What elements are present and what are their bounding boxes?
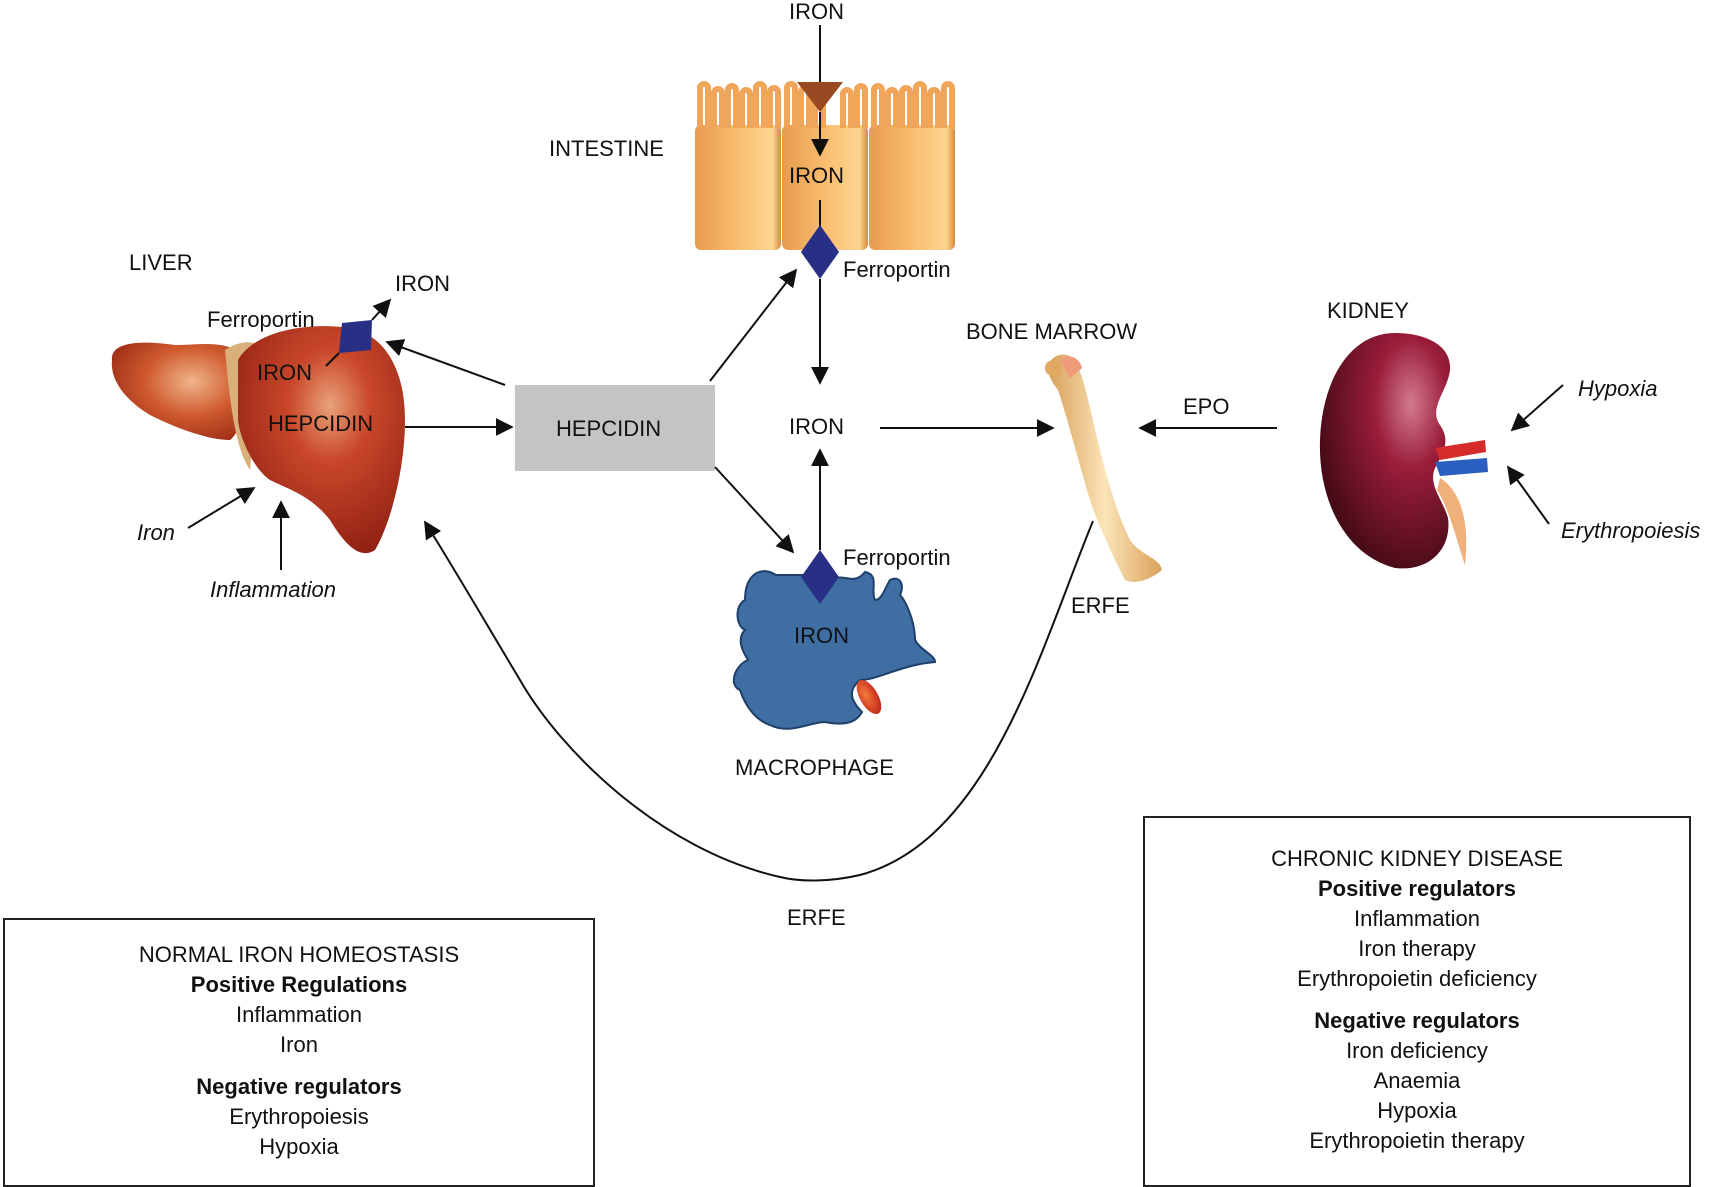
iron-plasma-label: IRON (789, 414, 844, 439)
arrow-hepcidin-to-intestine-ferroportin (709, 268, 798, 382)
hypoxia-input-label: Hypoxia (1578, 376, 1657, 401)
intestine-cells (695, 81, 955, 250)
intestine-cell-3 (869, 81, 955, 250)
ferroportin-liver-label: Ferroportin (207, 307, 315, 332)
ckd-positive-item: Iron therapy (1358, 936, 1476, 961)
ferroportin-macrophage-icon (801, 550, 839, 604)
kidney-label: KIDNEY (1327, 298, 1409, 323)
iron-to-ferroportin-liver-line (325, 352, 340, 367)
arrow-liver-iron-out (371, 298, 392, 321)
erfe-side-label: ERFE (1071, 593, 1130, 618)
bone-illustration (1045, 354, 1162, 582)
liver-label: LIVER (129, 250, 193, 275)
ckd-positive-heading: Positive regulators (1317, 876, 1517, 901)
ckd-negative-heading: Negative regulators (1314, 1008, 1520, 1033)
kidney-illustration (1319, 333, 1488, 569)
ferroportin-intestine-icon (801, 225, 839, 279)
red-blood-cell-icon (856, 679, 882, 715)
normal-positive-item: Iron (280, 1032, 318, 1057)
erythropoiesis-input-label: Erythropoiesis (1561, 518, 1700, 543)
iron-input-label: Iron (137, 520, 175, 545)
iron-liver-label: IRON (257, 360, 312, 385)
ckd-negative-item: Anaemia (1373, 1068, 1461, 1093)
iron-intestine-label: IRON (789, 163, 844, 188)
erfe-feedback-curve (424, 520, 1094, 882)
ureter-icon (1437, 478, 1467, 565)
ferroportin-macrophage-label: Ferroportin (843, 545, 951, 570)
intestine-label: INTESTINE (549, 136, 664, 161)
intestine-cell-1 (695, 81, 781, 250)
renal-artery-icon (1435, 440, 1486, 460)
arrow-iron-to-liver (187, 487, 256, 529)
normal-negative-item: Erythropoiesis (229, 1104, 369, 1129)
arrow-hypoxia-to-kidney (1510, 384, 1564, 432)
arrow-hepcidin-to-liver-ferroportin (385, 339, 506, 386)
ckd-positive-item: Inflammation (1354, 906, 1480, 931)
inflammation-input-label: Inflammation (210, 577, 336, 602)
ckd-positive-item: Erythropoietin deficiency (1297, 966, 1537, 991)
ckd-negative-item: Erythropoietin therapy (1309, 1128, 1525, 1153)
ckd-box-title: CHRONIC KIDNEY DISEASE (1271, 846, 1563, 871)
epo-label: EPO (1183, 394, 1229, 419)
ckd-negative-item: Hypoxia (1377, 1098, 1457, 1123)
ferroportin-liver-icon (339, 320, 372, 353)
iron-liver-out-label: IRON (395, 271, 450, 296)
normal-positive-item: Inflammation (236, 1002, 362, 1027)
dmt1-transporter-icon (797, 82, 843, 112)
ckd-negative-item: Iron deficiency (1346, 1038, 1488, 1063)
erfe-bottom-label: ERFE (787, 905, 846, 930)
arrow-erythropoiesis-to-kidney (1506, 465, 1550, 525)
normal-homeostasis-box: NORMAL IRON HOMEOSTASIS Positive Regulat… (3, 918, 595, 1187)
liver-illustration (111, 326, 405, 554)
renal-vein-icon (1435, 458, 1488, 476)
normal-negative-item: Hypoxia (259, 1134, 339, 1159)
normal-box-title: NORMAL IRON HOMEOSTASIS (138, 942, 460, 967)
normal-negative-heading: Negative regulators (196, 1074, 402, 1099)
iron-macrophage-label: IRON (794, 623, 849, 648)
normal-positive-heading: Positive Regulations (190, 972, 408, 997)
arrow-hepcidin-to-macrophage-ferroportin (714, 466, 795, 554)
hepcidin-box-label: HEPCIDIN (556, 416, 661, 441)
ckd-box: CHRONIC KIDNEY DISEASE Positive regulato… (1143, 816, 1691, 1187)
macrophage-label: MACROPHAGE (735, 755, 894, 780)
hepcidin-box (515, 385, 715, 471)
macrophage-illustration (732, 570, 937, 730)
hepcidin-liver-label: HEPCIDIN (268, 411, 373, 436)
ferroportin-intestine-label: Ferroportin (843, 257, 951, 282)
iron-dietary-label: IRON (789, 0, 844, 24)
bone-marrow-label: BONE MARROW (966, 319, 1137, 344)
